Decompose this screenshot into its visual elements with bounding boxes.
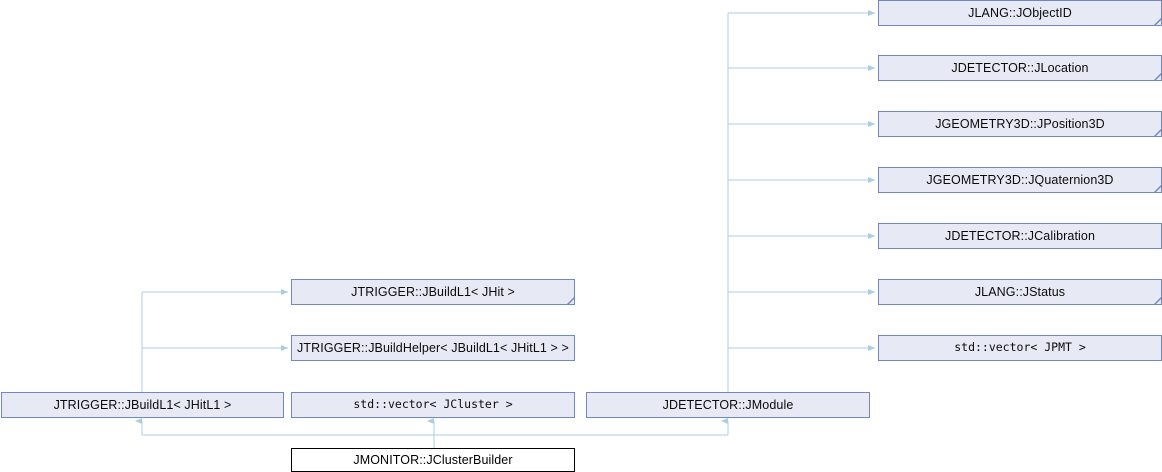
class-node-label: JLANG::JObjectID	[968, 5, 1072, 20]
class-node-label: std::vector< JPMT >	[954, 340, 1086, 355]
class-node-clusterbuilder[interactable]: JMONITOR::JClusterBuilder	[291, 448, 575, 472]
class-node-label: JLANG::JStatus	[974, 284, 1066, 299]
class-node-label: JDETECTOR::JLocation	[951, 60, 1089, 75]
class-node-label: JGEOMETRY3D::JPosition3D	[935, 116, 1105, 131]
class-node-vectorjcluster[interactable]: std::vector< JCluster >	[291, 392, 575, 418]
class-node-jbuildl1jhit[interactable]: JTRIGGER::JBuildL1< JHit >	[291, 279, 575, 305]
class-node-label: JTRIGGER::JBuildHelper< JBuildL1< JHitL1…	[297, 340, 569, 355]
class-node-label: JTRIGGER::JBuildL1< JHit >	[351, 284, 515, 299]
class-node-label: std::vector< JCluster >	[353, 397, 513, 412]
class-node-label: JDETECTOR::JCalibration	[944, 228, 1096, 243]
class-node-jbuildhelper[interactable]: JTRIGGER::JBuildHelper< JBuildL1< JHitL1…	[291, 335, 575, 361]
class-node-jquaternion3d[interactable]: JGEOMETRY3D::JQuaternion3D	[878, 167, 1162, 193]
class-node-jposition3d[interactable]: JGEOMETRY3D::JPosition3D	[878, 111, 1162, 137]
class-node-jbuildl1jhitl1[interactable]: JTRIGGER::JBuildL1< JHitL1 >	[1, 392, 284, 418]
class-node-jlocation[interactable]: JDETECTOR::JLocation	[878, 55, 1162, 81]
class-node-vectorjpmt[interactable]: std::vector< JPMT >	[878, 335, 1162, 361]
class-node-jcalibration[interactable]: JDETECTOR::JCalibration	[878, 223, 1162, 249]
class-node-jobjectid[interactable]: JLANG::JObjectID	[878, 0, 1162, 26]
class-node-label: JTRIGGER::JBuildL1< JHitL1 >	[53, 397, 232, 412]
class-node-label: JMONITOR::JClusterBuilder	[353, 452, 513, 467]
class-node-jmodule[interactable]: JDETECTOR::JModule	[586, 392, 870, 418]
class-node-jstatus[interactable]: JLANG::JStatus	[878, 279, 1162, 305]
class-node-label: JGEOMETRY3D::JQuaternion3D	[926, 172, 1114, 187]
class-node-label: JDETECTOR::JModule	[662, 397, 794, 412]
